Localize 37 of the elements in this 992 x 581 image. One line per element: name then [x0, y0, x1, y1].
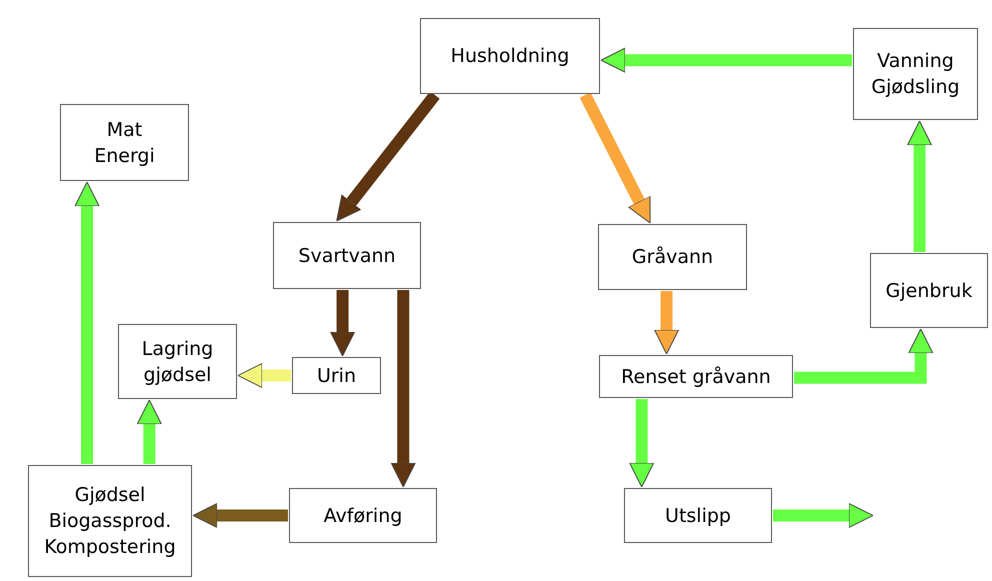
- process-box: [273, 222, 421, 289]
- box-label: Lagring gjødsel: [140, 336, 214, 388]
- process-box: [624, 488, 772, 543]
- block-arrow: [794, 328, 934, 384]
- process-box: [599, 355, 793, 398]
- box-label: Avføring: [324, 504, 402, 528]
- process-box: [118, 324, 237, 399]
- box-label: Vanning Gjødsling: [870, 49, 961, 100]
- box-label: Husholdning: [450, 44, 570, 69]
- process-box: [420, 18, 600, 94]
- process-box: [598, 224, 747, 290]
- process-box: [870, 253, 988, 328]
- block-arrow: [580, 92, 651, 224]
- block-arrow: [907, 120, 932, 252]
- process-box: [292, 357, 381, 394]
- process-box: [60, 104, 189, 181]
- block-arrow: [136, 400, 162, 464]
- block-arrow: [654, 291, 680, 354]
- process-box: [289, 488, 437, 543]
- box-label: Svartvann: [298, 244, 396, 268]
- block-arrow: [192, 503, 288, 528]
- box-label: Gråvann: [632, 245, 714, 270]
- box-label: Gjenbruk: [886, 278, 972, 304]
- block-arrow: [629, 399, 654, 488]
- box-label: Gjødsel Biogassprod. Kompostering: [43, 483, 177, 560]
- block-arrow: [330, 290, 356, 356]
- block-arrow: [600, 48, 852, 73]
- process-box: [28, 465, 192, 577]
- box-label: Renset gråvann: [621, 364, 771, 390]
- box-label: Utslipp: [665, 504, 731, 528]
- process-box: [853, 28, 978, 120]
- box-label: Mat Energi: [93, 118, 156, 168]
- block-arrow: [74, 182, 100, 464]
- block-arrow: [390, 290, 416, 488]
- block-arrow: [773, 503, 874, 528]
- block-arrow: [238, 363, 291, 388]
- box-label: Urin: [316, 364, 356, 388]
